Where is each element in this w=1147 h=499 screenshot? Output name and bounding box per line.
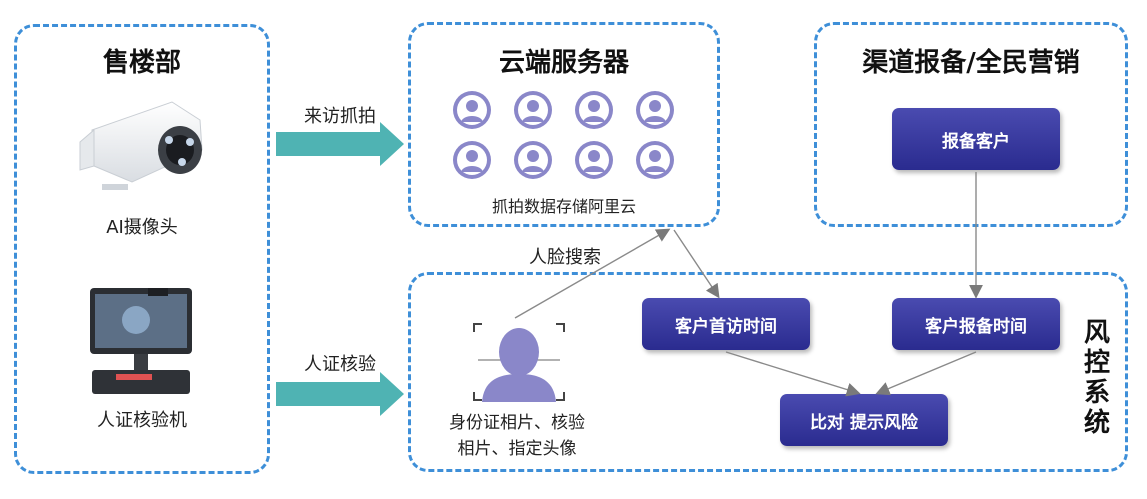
- cloud-to-first-visit-line: [673, 229, 720, 299]
- cloud-storage-caption: 抓拍数据存储阿里云: [491, 197, 636, 216]
- id-verify-arrow: [276, 372, 404, 416]
- person-avatar-icon: [513, 90, 553, 130]
- risk-control-panel: [408, 272, 1128, 472]
- first-visit-time-button[interactable]: 客户首访时间: [642, 298, 810, 350]
- compare-risk-button[interactable]: 比对 提示风险: [780, 394, 948, 446]
- report-time-to-compare-line: [875, 351, 977, 396]
- risk-system-title: 风控系统: [1082, 318, 1112, 438]
- first-visit-to-compare-line: [725, 351, 861, 397]
- channel-panel: [814, 22, 1128, 227]
- face-search-line: [514, 228, 671, 319]
- person-avatar-icon: [513, 140, 553, 180]
- visit-capture-arrow: [276, 122, 404, 166]
- report-time-button[interactable]: 客户报备时间: [892, 298, 1060, 350]
- cloud-server-panel: [408, 22, 720, 227]
- ai-camera-label: AI摄像头: [106, 217, 178, 238]
- report-customer-button[interactable]: 报备客户: [892, 108, 1060, 170]
- id-verification-kiosk-image: [90, 288, 192, 394]
- cloud-server-title: 云端服务器: [498, 48, 629, 78]
- face-search-label: 人脸搜索: [529, 247, 601, 268]
- photo-caption-line2: 相片、指定头像: [457, 439, 577, 459]
- sales-office-title: 售楼部: [102, 48, 181, 78]
- photo-caption-line1: 身份证相片、核验: [449, 413, 585, 433]
- face-photo-icon: [473, 323, 565, 402]
- risk-system-title-text: 风控系统: [1083, 318, 1110, 438]
- id-verification-kiosk-label: 人证核验机: [97, 410, 187, 431]
- person-avatar-icon: [452, 140, 492, 180]
- channel-title: 渠道报备/全民营销: [862, 48, 1080, 78]
- person-avatar-icon: [452, 90, 492, 130]
- ai-camera-image: [79, 101, 203, 190]
- person-avatar-icon: [574, 90, 614, 130]
- sales-office-panel: [14, 24, 270, 474]
- person-avatar-icon: [574, 140, 614, 180]
- person-avatar-icon: [635, 140, 675, 180]
- person-avatar-icon: [635, 90, 675, 130]
- id-verify-label: 人证核验: [304, 354, 376, 375]
- visit-capture-label: 来访抓拍: [304, 106, 376, 127]
